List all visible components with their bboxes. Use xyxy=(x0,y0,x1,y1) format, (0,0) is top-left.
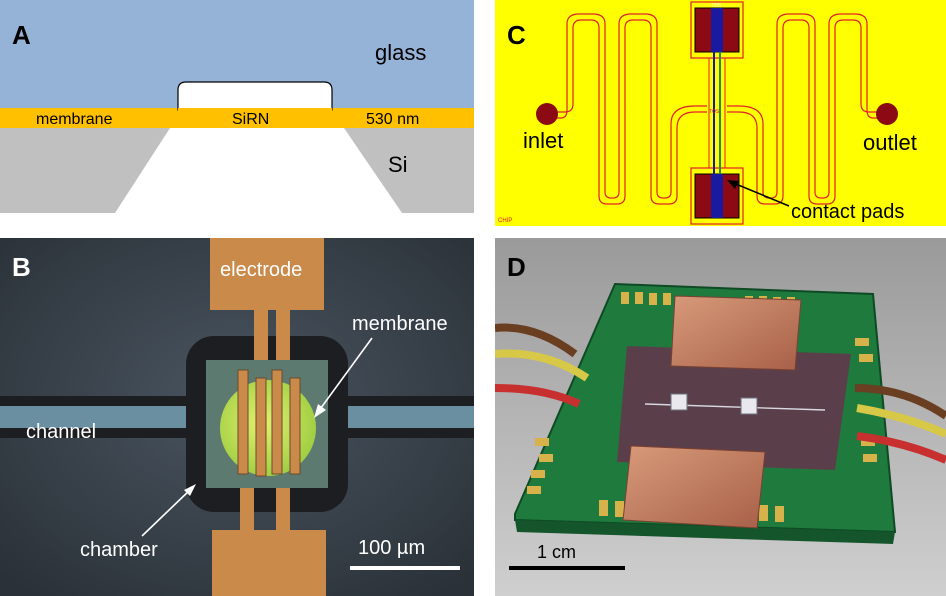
panel-a: A glass membrane SiRN 530 nm Si xyxy=(0,0,474,213)
label-electrode: electrode xyxy=(220,259,302,281)
contact-pad-bottom-core xyxy=(711,174,723,218)
panel-b: B electrode membrane channel chamber 100… xyxy=(0,238,474,596)
silicon-substrate-right xyxy=(344,128,474,213)
sirn-under-chamber xyxy=(178,108,332,128)
mask-label-top: TOS xyxy=(711,3,722,9)
label-membrane: membrane xyxy=(352,313,448,335)
label-contact-pads: contact pads xyxy=(791,201,904,223)
label-sirn: SiRN xyxy=(232,111,269,128)
label-membrane: membrane xyxy=(36,111,113,128)
silicon-chip xyxy=(617,346,851,470)
chip-chamber-right xyxy=(740,397,758,415)
chamber-arrowhead xyxy=(184,484,196,496)
electrode-top xyxy=(210,238,324,310)
label-si: Si xyxy=(388,152,408,177)
silicon-substrate xyxy=(0,128,170,213)
glass-chamber-cavity xyxy=(177,81,333,111)
panel-d: D 1 cm xyxy=(495,238,946,596)
panel-letter-d: D xyxy=(507,252,526,282)
scale-bar-label: 100 µm xyxy=(358,537,425,559)
mask-label-mid: TOS xyxy=(709,109,720,115)
panel-c: TOS TOS CHIP C inlet outlet contact pads xyxy=(495,0,946,226)
contact-pads-arrowhead xyxy=(727,180,739,189)
membrane-arrow xyxy=(317,337,373,413)
serpentine-channel-right xyxy=(727,13,885,205)
contact-pads-arrow xyxy=(730,181,790,207)
wire-left-brown xyxy=(495,323,590,408)
mask-label-chip: CHIP xyxy=(498,218,512,224)
panel-c-mask-layout: TOS TOS CHIP C inlet outlet contact pads xyxy=(495,0,946,226)
membrane-window xyxy=(220,380,316,476)
inlet-port xyxy=(536,103,558,125)
pcb-board-edge xyxy=(515,520,895,544)
electrode-top-lead-right xyxy=(276,310,290,360)
electrode-fingers xyxy=(237,369,301,477)
electrode-bottom xyxy=(212,530,326,596)
scale-bar xyxy=(509,566,625,570)
chip-chamber-left xyxy=(670,393,688,411)
wire-right xyxy=(854,384,946,464)
electrode-bottom-lead-right xyxy=(276,488,290,530)
electrode-bottom-lead-left xyxy=(240,488,254,530)
copper-tape-bottom xyxy=(622,445,766,529)
panel-letter-c: C xyxy=(507,20,526,50)
scale-bar-label: 1 cm xyxy=(537,542,576,562)
label-outlet: outlet xyxy=(863,130,917,155)
label-chamber: chamber xyxy=(80,539,158,561)
panel-b-micrograph: B electrode membrane channel chamber 100… xyxy=(0,238,474,596)
center-column-frame xyxy=(708,57,726,169)
label-glass: glass xyxy=(375,40,426,65)
scale-bar xyxy=(350,566,460,570)
membrane-arrowhead xyxy=(314,404,326,418)
label-inlet: inlet xyxy=(523,128,563,153)
label-thickness: 530 nm xyxy=(366,111,419,128)
electrode-top-lead-left xyxy=(254,310,268,360)
panel-d-photo: D 1 cm xyxy=(495,238,946,596)
serpentine-channel-left xyxy=(547,13,707,205)
label-channel: channel xyxy=(26,421,96,443)
panel-letter-b: B xyxy=(12,252,31,282)
panel-a-cross-section: A glass membrane SiRN 530 nm Si xyxy=(0,0,474,213)
panel-letter-a: A xyxy=(12,20,31,50)
outlet-port xyxy=(876,103,898,125)
copper-tape-top xyxy=(670,295,802,371)
contact-pad-top-core xyxy=(711,8,723,52)
chamber-arrow xyxy=(141,487,193,537)
